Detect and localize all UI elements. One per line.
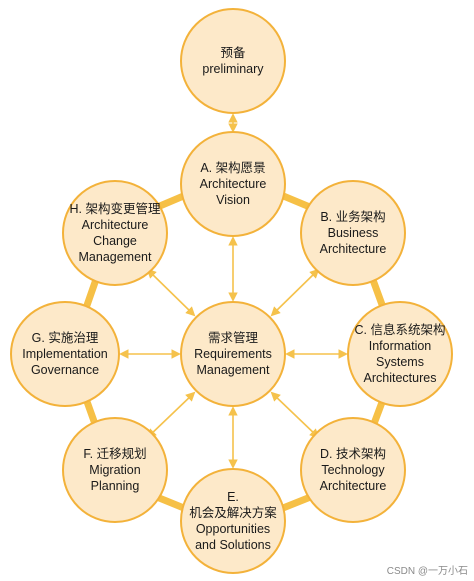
node-migration-line-3: Planning bbox=[90, 479, 140, 493]
node-technology-line-1: D. 技术架构 bbox=[320, 447, 386, 461]
node-governance-line-2: Implementation bbox=[22, 347, 108, 361]
arrow-group bbox=[119, 113, 348, 469]
node-governance-line-1: G. 实施治理 bbox=[31, 331, 99, 345]
node-implementation-governance: G. 实施治理 Implementation Governance bbox=[10, 301, 120, 407]
node-vision-line-1: A. 架构愿景 bbox=[200, 161, 266, 175]
arrow-requirements-migration bbox=[146, 391, 196, 439]
node-requirements-line-1: 需求管理 bbox=[207, 331, 258, 345]
node-change-line-3: Change bbox=[93, 234, 137, 248]
node-change-line-4: Management bbox=[78, 250, 152, 264]
node-change-line-1: H. 架构变更管理 bbox=[69, 202, 161, 216]
node-requirements-line-2: Requirements bbox=[194, 347, 272, 361]
arrow-requirements-change bbox=[146, 268, 196, 317]
node-business-line-3: Architecture bbox=[319, 242, 387, 256]
watermark: CSDN @一万小石 bbox=[386, 566, 468, 577]
node-info-line-3: Systems bbox=[376, 355, 424, 369]
node-preliminary: 预备 preliminary bbox=[180, 8, 286, 114]
node-vision-line-3: Vision bbox=[216, 193, 250, 207]
node-business-line-2: Business bbox=[327, 226, 379, 240]
node-migration-line-1: F. 迁移规划 bbox=[83, 447, 147, 461]
arrow-requirements-business bbox=[270, 268, 320, 317]
node-architecture-change-management: H. 架构变更管理 Architecture Change Management bbox=[62, 180, 168, 286]
node-change-line-2: Architecture bbox=[81, 218, 149, 232]
node-info-line-2: Information bbox=[368, 339, 432, 353]
node-requirements-management: 需求管理 Requirements Management bbox=[180, 301, 286, 407]
node-migration-line-2: Migration bbox=[89, 463, 141, 477]
node-technology-line-3: Architecture bbox=[319, 479, 387, 493]
node-business-line-1: B. 业务架构 bbox=[320, 210, 386, 224]
node-opportunities-line-4: and Solutions bbox=[195, 538, 271, 552]
node-info-line-1: C. 信息系统架构 bbox=[354, 323, 446, 337]
node-governance-line-3: Governance bbox=[30, 363, 100, 377]
node-architecture-vision: A. 架构愿景 Architecture Vision bbox=[180, 131, 286, 237]
node-migration-planning: F. 迁移规划 Migration Planning bbox=[62, 417, 168, 523]
node-vision-line-2: Architecture bbox=[199, 177, 267, 191]
node-requirements-line-3: Management bbox=[196, 363, 270, 377]
node-opportunities-line-2: 机会及解决方案 bbox=[189, 506, 277, 520]
arrow-requirements-technology bbox=[270, 391, 320, 439]
node-opportunities-line-1: E. bbox=[227, 490, 239, 504]
node-info-line-4: Architectures bbox=[363, 371, 437, 385]
node-opportunities-line-3: Opportunities bbox=[195, 522, 271, 536]
node-preliminary-line-2: preliminary bbox=[202, 62, 264, 76]
node-information-systems: C. 信息系统架构 Information Systems Architectu… bbox=[347, 301, 453, 407]
node-technology-line-2: Technology bbox=[321, 463, 385, 477]
node-business-architecture: B. 业务架构 Business Architecture bbox=[300, 180, 406, 286]
node-opportunities-solutions: E. 机会及解决方案 Opportunities and Solutions bbox=[180, 468, 286, 574]
node-technology-architecture: D. 技术架构 Technology Architecture bbox=[300, 417, 406, 523]
node-preliminary-line-1: 预备 bbox=[220, 46, 246, 60]
